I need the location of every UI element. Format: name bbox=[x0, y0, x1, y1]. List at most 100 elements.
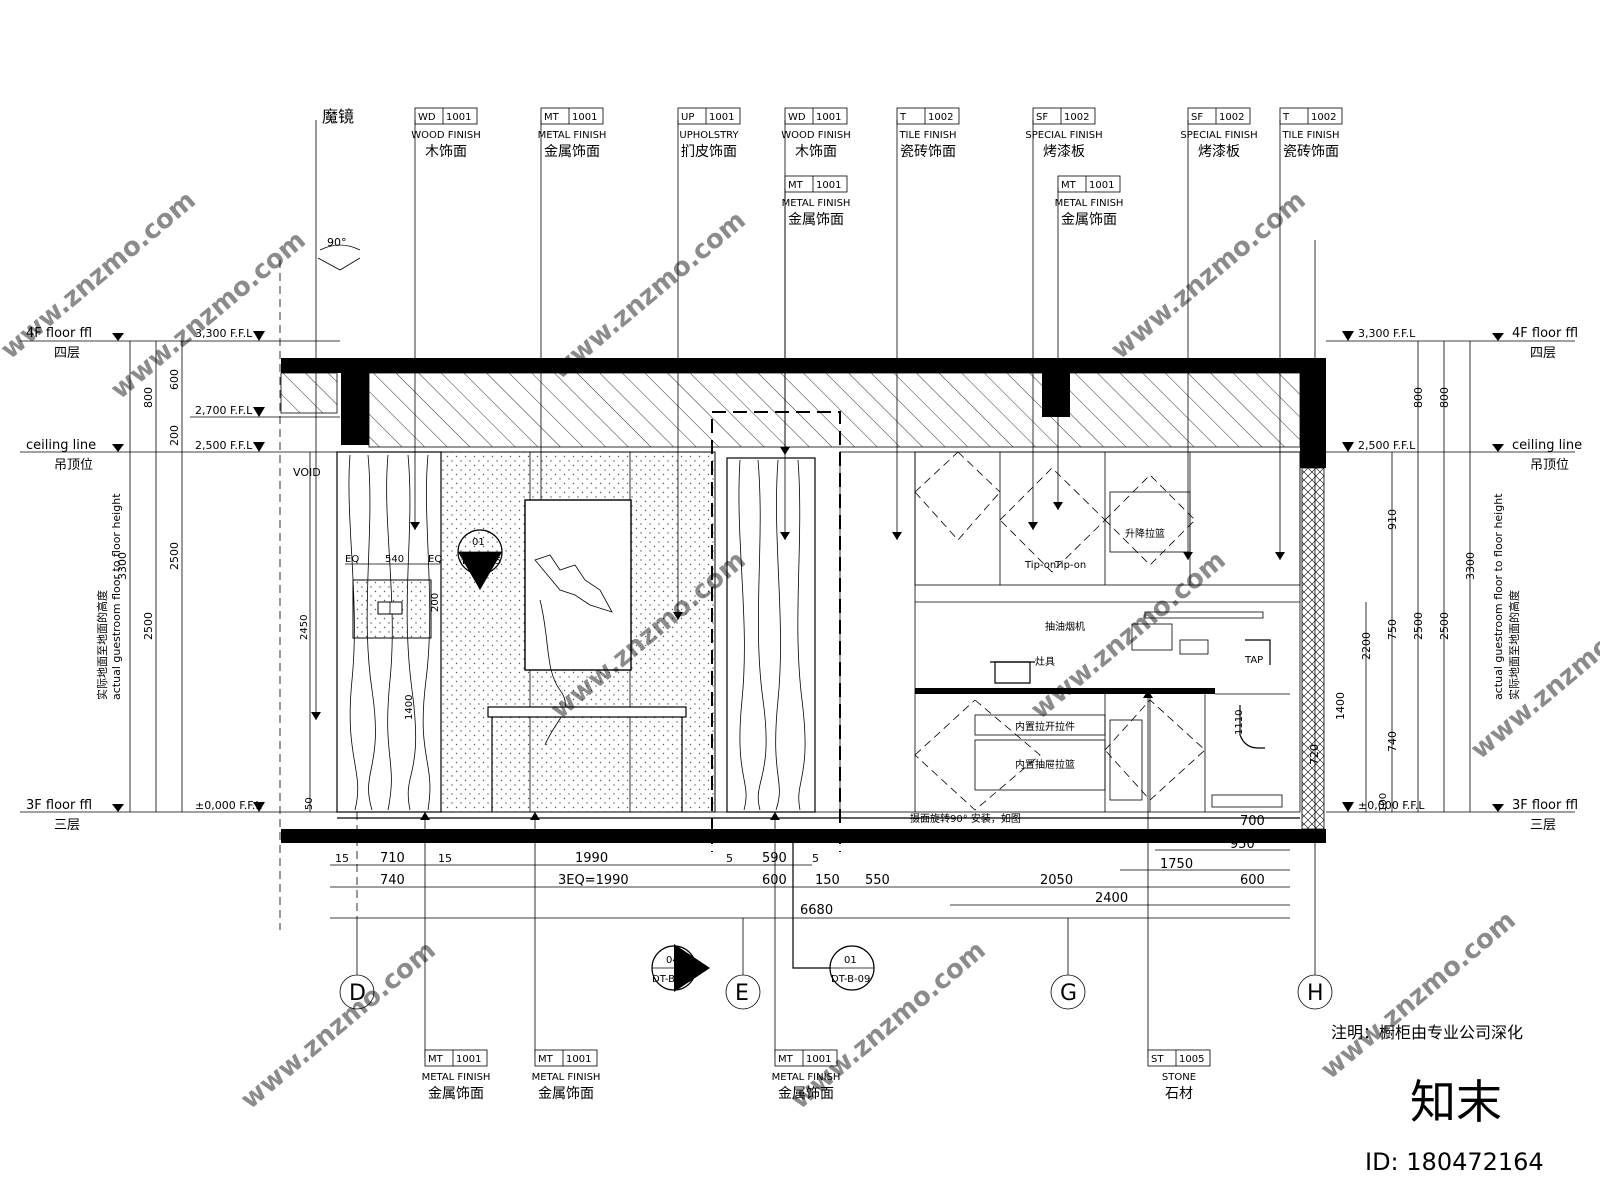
left-level-markers: 4F floor ffl 四层 ceiling line 吊顶位 3F floo… bbox=[20, 260, 415, 930]
top-tag-6-code: SF bbox=[1036, 112, 1048, 123]
vertical-caption-en-left: actual guestroom floor to floor height bbox=[110, 493, 123, 700]
kitchen-labels: 升降拉篮 Tip-on Tip-on 灶具 抽油烟机 TAP 内置拉开拉件 内置… bbox=[910, 527, 1263, 825]
watermark-10: www.znzmo.com bbox=[1465, 585, 1600, 765]
left-dim-2500b: 2500 bbox=[168, 542, 181, 570]
top-tag-0: 魔镜 bbox=[311, 107, 354, 720]
left-level-ceiling-cn: 吊顶位 bbox=[54, 458, 93, 473]
top-tag-7-en: SPECIAL FINISH bbox=[1180, 130, 1257, 141]
pull-drawer-label: 内置抽屉拉篮 bbox=[1015, 758, 1075, 771]
top-tag-4-cn: 木饰面 bbox=[795, 144, 837, 160]
dim-600b: 600 bbox=[1240, 873, 1265, 888]
dim-total: 6680 bbox=[800, 903, 833, 918]
watermark-8: www.znzmo.com bbox=[785, 935, 991, 1115]
angle-marker: 90° bbox=[317, 236, 361, 271]
upholstery-wall bbox=[440, 451, 716, 813]
axis-d: D bbox=[349, 981, 366, 1006]
top-tag-2-code: MT bbox=[544, 112, 560, 123]
right-level-3f: 3F floor ffl bbox=[1512, 798, 1578, 813]
right-wall-hatch bbox=[1301, 467, 1325, 830]
bottom-tag-1-en: METAL FINISH bbox=[532, 1072, 601, 1083]
beam-right bbox=[1300, 358, 1326, 468]
bottom-tag-2-num: 1001 bbox=[806, 1054, 831, 1065]
top-tag-5-num: 1002 bbox=[928, 112, 953, 123]
top-tag-7-cn: 烤漆板 bbox=[1198, 144, 1240, 160]
right-dim-2500: 2500 bbox=[1412, 612, 1425, 640]
watermark-6: www.znzmo.com bbox=[1025, 545, 1231, 725]
range-hood-label: 抽油烟机 bbox=[1045, 620, 1085, 633]
wood-panel-door bbox=[711, 411, 841, 852]
dim-740: 740 bbox=[380, 873, 405, 888]
bottom-tag-0-code: MT bbox=[428, 1054, 444, 1065]
callout-dt-b-15: 01 DT-B-15 bbox=[457, 529, 503, 590]
top-tag-3-cn: 扪皮饰面 bbox=[681, 144, 737, 160]
dim-600a: 600 bbox=[762, 873, 787, 888]
callout-2-ref: DT-B-04 bbox=[652, 974, 691, 985]
left-dim-2500: 2500 bbox=[142, 612, 155, 640]
top-tag-4-en: WOOD FINISH bbox=[781, 130, 851, 141]
wood-panel-left bbox=[336, 451, 442, 813]
watermark-7: www.znzmo.com bbox=[235, 935, 441, 1115]
right-level-3f-cn: 三层 bbox=[1530, 818, 1556, 833]
stove-label: 灶具 bbox=[1035, 655, 1055, 668]
top-tag-1-en: WOOD FINISH bbox=[411, 130, 481, 141]
top-tag-1-cn: 木饰面 bbox=[425, 144, 467, 160]
left-level-3f-cn: 三层 bbox=[54, 818, 80, 833]
right-dim-1110: 1110 bbox=[1234, 710, 1245, 735]
callout-dt-b-04: 04 DT-B-04 bbox=[651, 944, 710, 992]
beam-mid bbox=[1042, 373, 1070, 417]
bottom-tag-1-num: 1001 bbox=[566, 1054, 591, 1065]
dim-700: 700 bbox=[1240, 814, 1265, 829]
top-tag-5-code: T bbox=[899, 112, 907, 123]
small-dim-eq1: EQ bbox=[345, 554, 359, 565]
bottom-tag-2-en: METAL FINISH bbox=[772, 1072, 841, 1083]
right-dim-2200: 2200 bbox=[1360, 632, 1373, 660]
bottom-tag-3-code: ST bbox=[1151, 1054, 1164, 1065]
dim-5b: 5 bbox=[812, 852, 819, 865]
watermark-9: www.znzmo.com bbox=[1315, 905, 1521, 1085]
callout-1-ref: DT-B-15 bbox=[462, 556, 501, 567]
wall-dim-1400: 1400 bbox=[404, 695, 415, 720]
angle-label: 90° bbox=[327, 236, 347, 249]
right-level-ceiling: ceiling line bbox=[1512, 438, 1582, 453]
right-dim-2500b: 2500 bbox=[1438, 612, 1451, 640]
top-tag-5-cn: 瓷砖饰面 bbox=[900, 144, 956, 160]
vertical-caption-cn-left: 实际地面至地面的高度 bbox=[95, 590, 109, 700]
kitchen-cabinets bbox=[839, 451, 1301, 819]
left-dim-200: 200 bbox=[168, 425, 181, 446]
callout-3-ref: DT-B-09 bbox=[831, 974, 870, 985]
left-level-4f: 4F floor ffl bbox=[26, 326, 92, 341]
image-id: ID: 180472164 bbox=[1365, 1148, 1544, 1176]
right-dim-100: 100 bbox=[1378, 793, 1389, 812]
dim-150: 150 bbox=[815, 873, 840, 888]
right-dim-740: 740 bbox=[1386, 731, 1399, 752]
dim-2050: 2050 bbox=[1040, 873, 1073, 888]
right-dim-800b: 800 bbox=[1438, 387, 1451, 408]
right-dim-3300: 3300 bbox=[1464, 552, 1477, 580]
wall-dim-50: 50 bbox=[304, 797, 315, 810]
dim-1990: 1990 bbox=[575, 851, 608, 866]
brand-logo: 知末 bbox=[1410, 1075, 1502, 1129]
second-tag-1-cn: 金属饰面 bbox=[1061, 212, 1117, 228]
artwork-frame bbox=[524, 499, 632, 671]
top-tag-4-num: 1001 bbox=[816, 112, 841, 123]
right-dim-750: 750 bbox=[1386, 619, 1399, 640]
left-dim-600: 600 bbox=[168, 369, 181, 390]
second-tag-0-num: 1001 bbox=[816, 180, 841, 191]
right-level-markers: 3,300 F.F.L 2,500 F.F.L ±0,000 F.F.L 4F … bbox=[1234, 326, 1582, 833]
top-tag-0-cn: 魔镜 bbox=[322, 107, 354, 126]
void-label: VOID bbox=[293, 466, 321, 479]
top-tag-2-en: METAL FINISH bbox=[538, 130, 607, 141]
second-tag-0-en: METAL FINISH bbox=[782, 198, 851, 209]
top-tag-6-en: SPECIAL FINISH bbox=[1025, 130, 1102, 141]
bottom-tag-2-cn: 金属饰面 bbox=[778, 1086, 834, 1102]
small-dim-540: 540 bbox=[385, 554, 404, 565]
